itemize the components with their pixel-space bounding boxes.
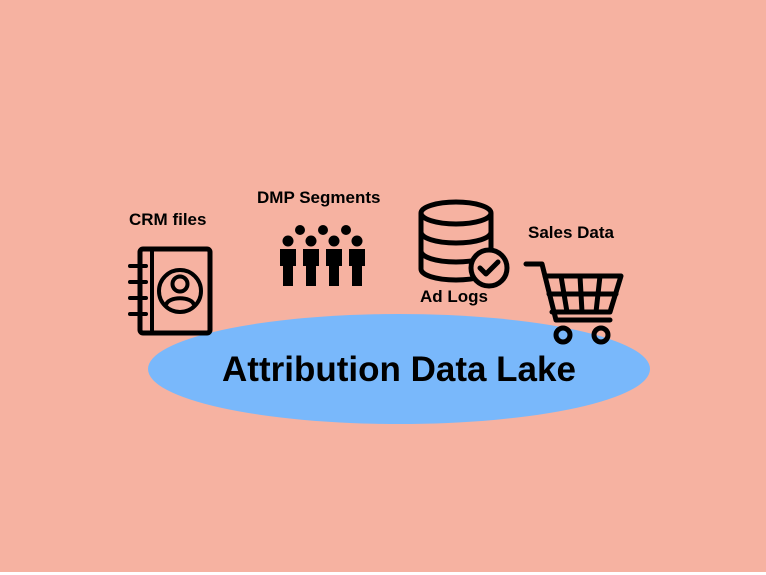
database-check-icon: [416, 198, 512, 295]
ad-logs-label: Ad Logs: [420, 287, 488, 306]
crm-files-label: CRM files: [129, 210, 207, 229]
data-lake-title: Attribution Data Lake: [222, 350, 576, 389]
shopping-cart-icon: [522, 256, 628, 353]
dmp-segments-label: DMP Segments: [257, 188, 381, 207]
bottom-border: [0, 572, 766, 575]
sales-data-label: Sales Data: [528, 223, 614, 242]
data-lake-ellipse: [148, 314, 650, 424]
audience-group-icon: [276, 222, 370, 295]
address-book-icon: [126, 246, 216, 341]
